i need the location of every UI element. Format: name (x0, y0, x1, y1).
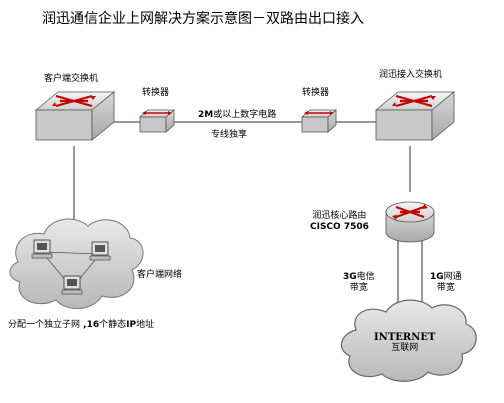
core-router-model: CISCO 7506 (310, 222, 369, 232)
internet-label-en: INTERNET (374, 332, 436, 343)
subnet-note-part4: IP (126, 320, 137, 330)
subnet-note-part3: 个静态 (99, 320, 127, 330)
client-pcs-icon (31, 239, 111, 295)
uplink-1g-label: 1G网通 带宽 (430, 272, 462, 294)
converter-right-icon (300, 109, 338, 133)
connection-lines (73, 121, 423, 318)
uplink-3g-text: 电信 (356, 272, 375, 282)
client-switch-icon (34, 91, 116, 141)
core-router-name: 润迅核心路由 (312, 211, 367, 221)
core-router-label: 润迅核心路由 CISCO 7506 (310, 211, 369, 233)
access-switch-icon (374, 91, 456, 141)
internet-label-cn: 互联网 (391, 343, 419, 353)
converter-left-label: 转换器 (142, 88, 170, 98)
line-rate-text: 或以上数字电路 (213, 110, 277, 120)
internet-cloud-icon (340, 299, 477, 382)
client-network-cloud-icon (9, 218, 144, 309)
uplink-1g-number: 1G (430, 272, 444, 282)
dedicated-line-label: 专线独享 (211, 130, 248, 140)
converter-left-icon (138, 109, 176, 133)
client-network-label: 客户端网络 (137, 270, 183, 280)
subnet-note-part5: 地址 (136, 320, 155, 330)
uplink-1g-bandwidth: 带宽 (436, 283, 455, 293)
subnet-note: 分配一个独立子网 ,16个静态IP地址 (8, 320, 154, 331)
core-router-icon (385, 201, 435, 243)
subnet-note-part2: ,16 (80, 320, 100, 330)
diagram-title: 润迅通信企业上网解决方案示意图－双路由出口接入 (42, 11, 364, 27)
uplink-3g-label: 3G电信 带宽 (343, 272, 375, 294)
access-switch-label: 润迅接入交换机 (379, 70, 443, 80)
uplink-3g-number: 3G (343, 272, 357, 282)
internet-label: INTERNET 互联网 (374, 332, 435, 354)
line-rate-number: 2M (198, 110, 214, 120)
uplink-3g-bandwidth: 带宽 (349, 283, 368, 293)
uplink-1g-text: 网通 (443, 272, 462, 282)
line-rate-label: 2M或以上数字电路 (198, 110, 276, 121)
subnet-note-part1: 分配一个独立子网 (8, 320, 81, 330)
converter-right-label: 转换器 (302, 88, 330, 98)
client-switch-label: 客户端交换机 (44, 74, 99, 84)
